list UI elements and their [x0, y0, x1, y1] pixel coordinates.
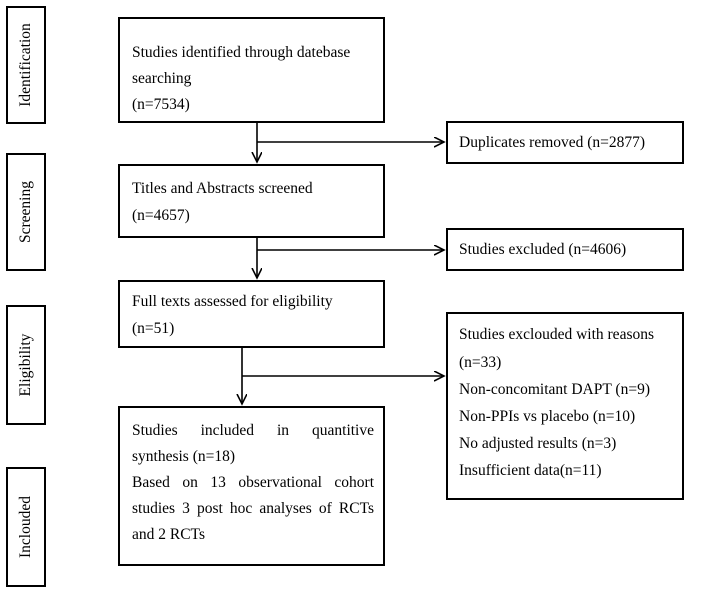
- stage-screening: Screening: [6, 153, 46, 271]
- fulltext-box: Full texts assessed for eligibility (n=5…: [118, 280, 385, 348]
- identified-box: Studies identified through datebase sear…: [118, 17, 385, 123]
- excluded-box: Studies excluded (n=4606): [446, 228, 684, 271]
- included-para2: Based on 13 observational cohort studies…: [132, 474, 374, 543]
- screened-count: (n=4657): [132, 207, 190, 224]
- excluded-text: Studies excluded (n=4606): [459, 241, 627, 258]
- excluded-reasons-title: Studies exclouded with reasons: [459, 326, 655, 343]
- fulltext-count: (n=51): [132, 320, 175, 337]
- stage-eligibility: Eligibility: [6, 305, 46, 425]
- reason-insufficient: Insufficient data(n=11): [459, 462, 602, 479]
- included-box: Studies included in quantitive synthesis…: [118, 406, 385, 566]
- reason-adjusted: No adjusted results (n=3): [459, 435, 617, 452]
- stage-included: Inclouded: [6, 467, 46, 587]
- excluded-reasons-box: Studies exclouded with reasons (n=33) No…: [446, 312, 684, 500]
- reason-dapt: Non-concomitant DAPT (n=9): [459, 381, 650, 398]
- screened-line1: Titles and Abstracts screened: [132, 180, 313, 197]
- duplicates-box: Duplicates removed (n=2877): [446, 121, 684, 164]
- fulltext-line1: Full texts assessed for eligibility: [132, 293, 333, 310]
- screened-box: Titles and Abstracts screened (n=4657): [118, 164, 385, 238]
- stage-identification: Identification: [6, 6, 46, 124]
- identified-line1: Studies identified through datebase: [132, 44, 351, 61]
- excluded-reasons-count: (n=33): [459, 354, 502, 371]
- reason-placebo: Non-PPIs vs placebo (n=10): [459, 408, 636, 425]
- identified-line2: searching: [132, 70, 192, 87]
- included-para1: Studies included in quantitive synthesis…: [132, 422, 374, 465]
- duplicates-text: Duplicates removed (n=2877): [459, 134, 646, 151]
- identified-count: (n=7534): [132, 96, 190, 113]
